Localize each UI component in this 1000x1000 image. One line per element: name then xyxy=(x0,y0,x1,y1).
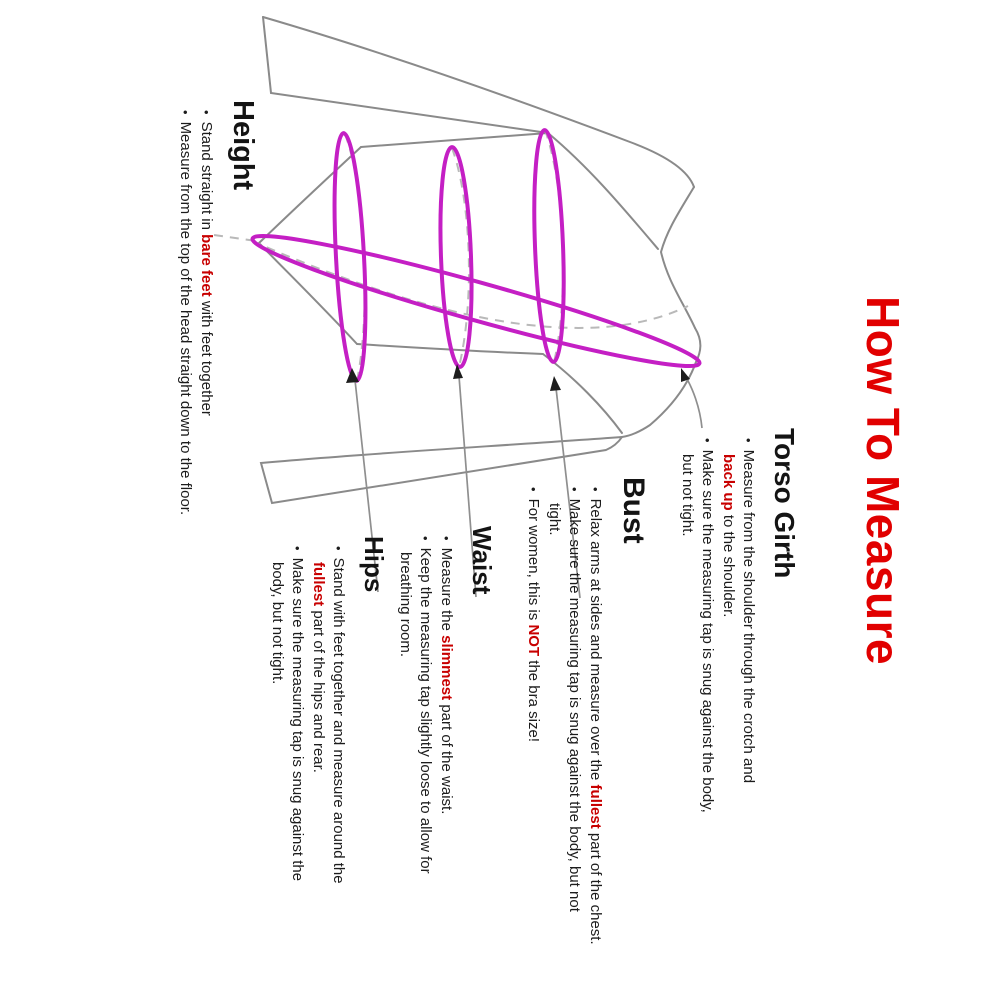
bullet-icon: • xyxy=(177,110,193,115)
height-bullet-list: • Stand straight in bare feet with feet t… xyxy=(175,100,216,630)
bullet-text: to the shoulder. xyxy=(719,510,737,618)
bullet-text: Make sure the measuring tap is snug agai… xyxy=(269,557,307,882)
hips-bullet-item: • Stand with feet together and measure ar… xyxy=(308,546,348,1000)
waist-loop xyxy=(438,145,474,369)
bullet-text: part of the chest. xyxy=(587,828,605,945)
leg-opening-top xyxy=(258,146,362,244)
bullet-icon: • xyxy=(418,536,434,541)
height-bullet-item: • Stand straight in bare feet with feet t… xyxy=(196,110,216,630)
waist-arrowhead-icon xyxy=(453,364,463,379)
waist-loop-back xyxy=(451,147,470,368)
bullet-text: Make sure the measuring tap is snug agai… xyxy=(546,498,584,912)
bust-leader-line xyxy=(555,387,581,599)
bullet-text: Keep the measuring tap slightly loose to… xyxy=(397,547,435,874)
hips-arrowhead-icon xyxy=(346,368,359,383)
waist-leader-line xyxy=(458,375,477,598)
torso-girth-bullet-list: • Measure from the shoulder through the c… xyxy=(677,428,758,988)
torso-top-edge xyxy=(360,132,549,148)
highlighted-text: fullest xyxy=(587,784,605,829)
section-waist: Waist • Measure the slimmest part of the w… xyxy=(394,526,497,976)
torso-girth-bullet-item: • Measure from the shoulder through the c… xyxy=(718,438,758,988)
highlighted-text: bare feet xyxy=(197,234,215,297)
bullet-text: For women, this is xyxy=(525,498,543,625)
sleeve-top xyxy=(262,16,549,134)
waist-bullet-item: • Keep the measuring tap slightly loose t… xyxy=(395,536,435,976)
torso-girth-arrowhead-icon xyxy=(681,368,690,382)
neckline xyxy=(659,186,696,329)
highlighted-text: slimmest xyxy=(438,635,456,701)
section-hips: Hips • Stand with feet together and measur… xyxy=(266,536,389,1000)
bullet-icon: • xyxy=(290,546,306,551)
torso-girth-loop xyxy=(250,233,702,369)
torso-girth-loop-back xyxy=(251,240,689,329)
torso-girth-heading: Torso Girth xyxy=(769,428,800,579)
torso-bottom-edge xyxy=(356,343,623,434)
bullet-icon: • xyxy=(331,546,347,551)
page-title: How To Measure xyxy=(857,296,909,666)
bullet-text: Measure from the top of the head straigh… xyxy=(176,121,194,516)
bullet-icon: • xyxy=(198,110,214,115)
waist-heading: Waist xyxy=(467,526,497,595)
bullet-text: Measure from the shoulder through the cr… xyxy=(739,449,757,784)
hips-loop xyxy=(332,131,368,383)
bust-arrowhead-icon xyxy=(550,376,561,391)
leader-lines xyxy=(354,373,703,599)
garment-outline xyxy=(258,16,702,505)
sleeve-top-edge xyxy=(262,16,695,188)
bullet-text: the bra size! xyxy=(525,656,543,742)
bullet-text: Make sure the measuring tap is snug agai… xyxy=(678,449,716,813)
height-bullet-item: • Measure from the top of the head straig… xyxy=(175,110,195,630)
bullet-text: Measure the xyxy=(438,547,456,636)
section-torso-girth: Torso Girth • Measure from the shoulder th… xyxy=(676,428,800,988)
highlighted-text: NOT xyxy=(525,624,543,657)
sleeve-bottom xyxy=(259,436,623,505)
bullet-icon: • xyxy=(588,487,604,492)
bust-heading: Bust xyxy=(617,477,650,544)
bust-loop xyxy=(532,128,566,364)
section-bust: Bust • Relax arms at sides and measure ove… xyxy=(523,477,651,1000)
bullet-text: Stand with feet together and measure aro… xyxy=(330,557,348,884)
highlighted-text: back up xyxy=(719,454,737,511)
crotch-dash xyxy=(213,234,257,242)
bullet-icon: • xyxy=(439,536,455,541)
leader-arrowheads xyxy=(346,364,690,391)
bullet-text: part of the waist. xyxy=(438,700,456,815)
bullet-text: with feet together xyxy=(197,296,215,416)
body-right-edge xyxy=(621,327,702,438)
hips-bullet-item: • Make sure the measuring tap is snug aga… xyxy=(267,546,307,1000)
bullet-icon: • xyxy=(699,438,715,443)
bullet-icon: • xyxy=(740,438,756,443)
height-heading: Height xyxy=(227,100,259,191)
torso-girth-bullet-item: • Make sure the measuring tap is snug aga… xyxy=(677,438,717,988)
shoulder-seam xyxy=(547,132,659,250)
bust-bullet-list: • Relax arms at sides and measure over th… xyxy=(524,477,606,1000)
highlighted-text: fullest xyxy=(310,562,328,607)
bullet-text: Relax arms at sides and measure over the xyxy=(587,498,605,785)
page-title-block: How To Measure xyxy=(852,296,912,736)
waist-bullet-list: • Measure the slimmest part of the waist.… xyxy=(395,526,456,976)
bust-bullet-item: • Make sure the measuring tap is snug aga… xyxy=(545,487,585,1000)
waist-bullet-item: • Measure the slimmest part of the waist. xyxy=(436,536,456,976)
bullet-text: part of the hips and rear. xyxy=(310,606,328,773)
bullet-icon: • xyxy=(567,487,583,492)
hips-bullet-list: • Stand with feet together and measure ar… xyxy=(267,536,348,1000)
hips-leader-line xyxy=(354,379,379,593)
bust-bullet-item: • For women, this is NOT the bra size! xyxy=(524,487,544,1000)
section-height: Height • Stand straight in bare feet with … xyxy=(174,100,259,630)
hips-heading: Hips xyxy=(359,536,389,593)
bust-bullet-item: • Relax arms at sides and measure over th… xyxy=(586,487,606,1000)
bullet-icon: • xyxy=(526,487,542,492)
bullet-text: Stand straight in xyxy=(197,121,215,235)
